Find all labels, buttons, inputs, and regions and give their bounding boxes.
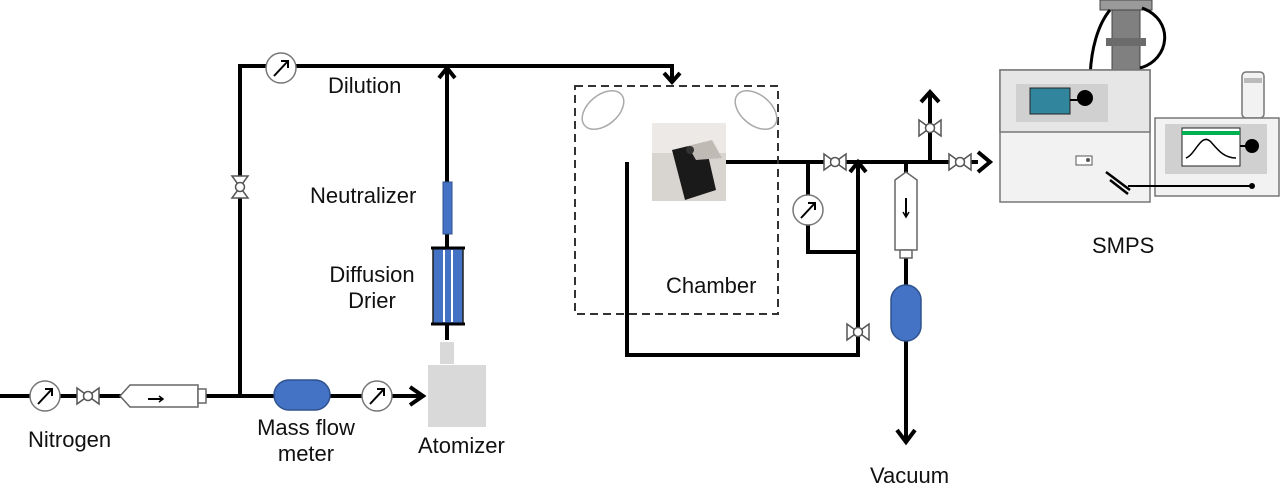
valve-icon bbox=[231, 175, 249, 199]
filter-icon bbox=[894, 171, 918, 259]
nitrogen-label: Nitrogen bbox=[28, 427, 112, 452]
valve-icon bbox=[948, 153, 972, 171]
mass-flow-label-line1: Mass flow bbox=[257, 415, 355, 440]
valve-icon bbox=[823, 153, 847, 171]
vacuum-label: Vacuum bbox=[870, 463, 950, 488]
chamber-boundary bbox=[574, 85, 779, 315]
smps-instrument bbox=[999, 0, 1280, 203]
diffusion-label-line2: Drier bbox=[348, 288, 396, 313]
sample-photo bbox=[652, 123, 726, 201]
atomizer bbox=[428, 342, 486, 427]
neutralizer bbox=[442, 181, 453, 235]
pressure-gauge-icon bbox=[29, 380, 61, 412]
mass-flow-label-line2: meter bbox=[277, 441, 335, 466]
smps-label: SMPS bbox=[1092, 233, 1155, 258]
chamber-window bbox=[734, 90, 778, 130]
mass-flow-meter bbox=[273, 379, 331, 411]
diffusion-label-line1: Diffusion bbox=[329, 262, 415, 287]
filter-icon bbox=[118, 384, 207, 408]
pressure-gauge-icon bbox=[361, 380, 393, 412]
diffusion-drier-label: Diffusion Drier bbox=[314, 262, 430, 314]
dilution-label: Dilution bbox=[328, 73, 402, 98]
chamber-label: Chamber bbox=[666, 273, 757, 298]
pressure-gauge-icon bbox=[265, 52, 297, 84]
chamber-window bbox=[581, 90, 625, 130]
atomizer-label: Atomizer bbox=[418, 433, 505, 458]
neutralizer-label: Neutralizer bbox=[310, 183, 417, 208]
vacuum-flow-meter bbox=[890, 284, 922, 342]
mass-flow-meter-label: Mass flow meter bbox=[238, 415, 374, 467]
valve-icon bbox=[76, 387, 100, 405]
diffusion-drier bbox=[431, 246, 465, 326]
pressure-gauge-icon bbox=[792, 194, 824, 226]
